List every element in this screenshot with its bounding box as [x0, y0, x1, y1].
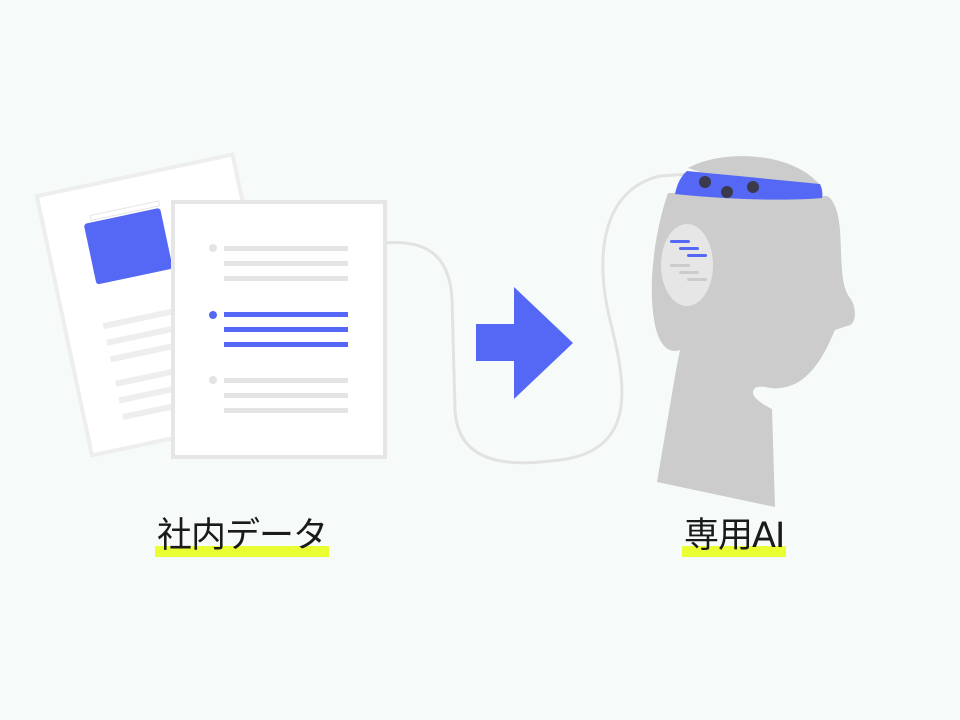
sensor-dot — [699, 176, 711, 188]
folder-icon — [84, 208, 173, 285]
target-label: 専用AI — [682, 516, 787, 557]
sensor-dot — [721, 186, 733, 198]
target-label-text: 専用AI — [684, 516, 785, 556]
sensor-dot — [747, 181, 759, 193]
source-label-text: 社内データ — [157, 516, 328, 556]
ai-head-icon — [651, 156, 855, 507]
arrow-right-icon — [476, 287, 573, 399]
front-document — [171, 200, 387, 459]
cable-connector — [368, 172, 691, 465]
source-label: 社内データ — [155, 516, 330, 557]
